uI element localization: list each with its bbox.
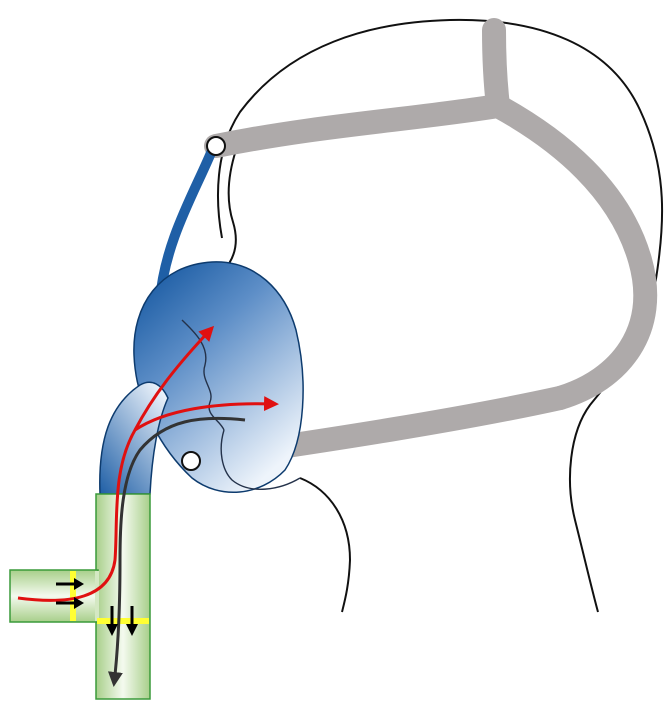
inlet-valve-arrows xyxy=(56,578,84,609)
top-strap xyxy=(204,94,510,158)
expired-flow-arrow xyxy=(107,416,246,687)
valve-marker-inlet xyxy=(70,571,76,621)
arrow-icon xyxy=(126,624,138,636)
outlet-valve-arrows xyxy=(106,606,138,636)
valve-marker-outlet xyxy=(97,618,149,624)
mask-shell xyxy=(133,261,304,494)
rear-strap xyxy=(486,94,658,410)
arrow-icon xyxy=(74,578,84,590)
tube-joint-cover xyxy=(95,571,99,621)
face-profile xyxy=(223,149,352,613)
circle-icon xyxy=(181,451,201,471)
chin-contour xyxy=(220,429,301,490)
tube-vertical xyxy=(95,493,151,700)
arrow-icon xyxy=(106,624,118,636)
circle-icon xyxy=(206,136,226,156)
head-outline xyxy=(217,18,664,613)
arrow-icon xyxy=(74,597,84,609)
mask-elbow xyxy=(99,381,169,495)
inspired-flow-arrow-branch xyxy=(134,396,279,432)
inspired-flow-arrow xyxy=(17,325,215,602)
